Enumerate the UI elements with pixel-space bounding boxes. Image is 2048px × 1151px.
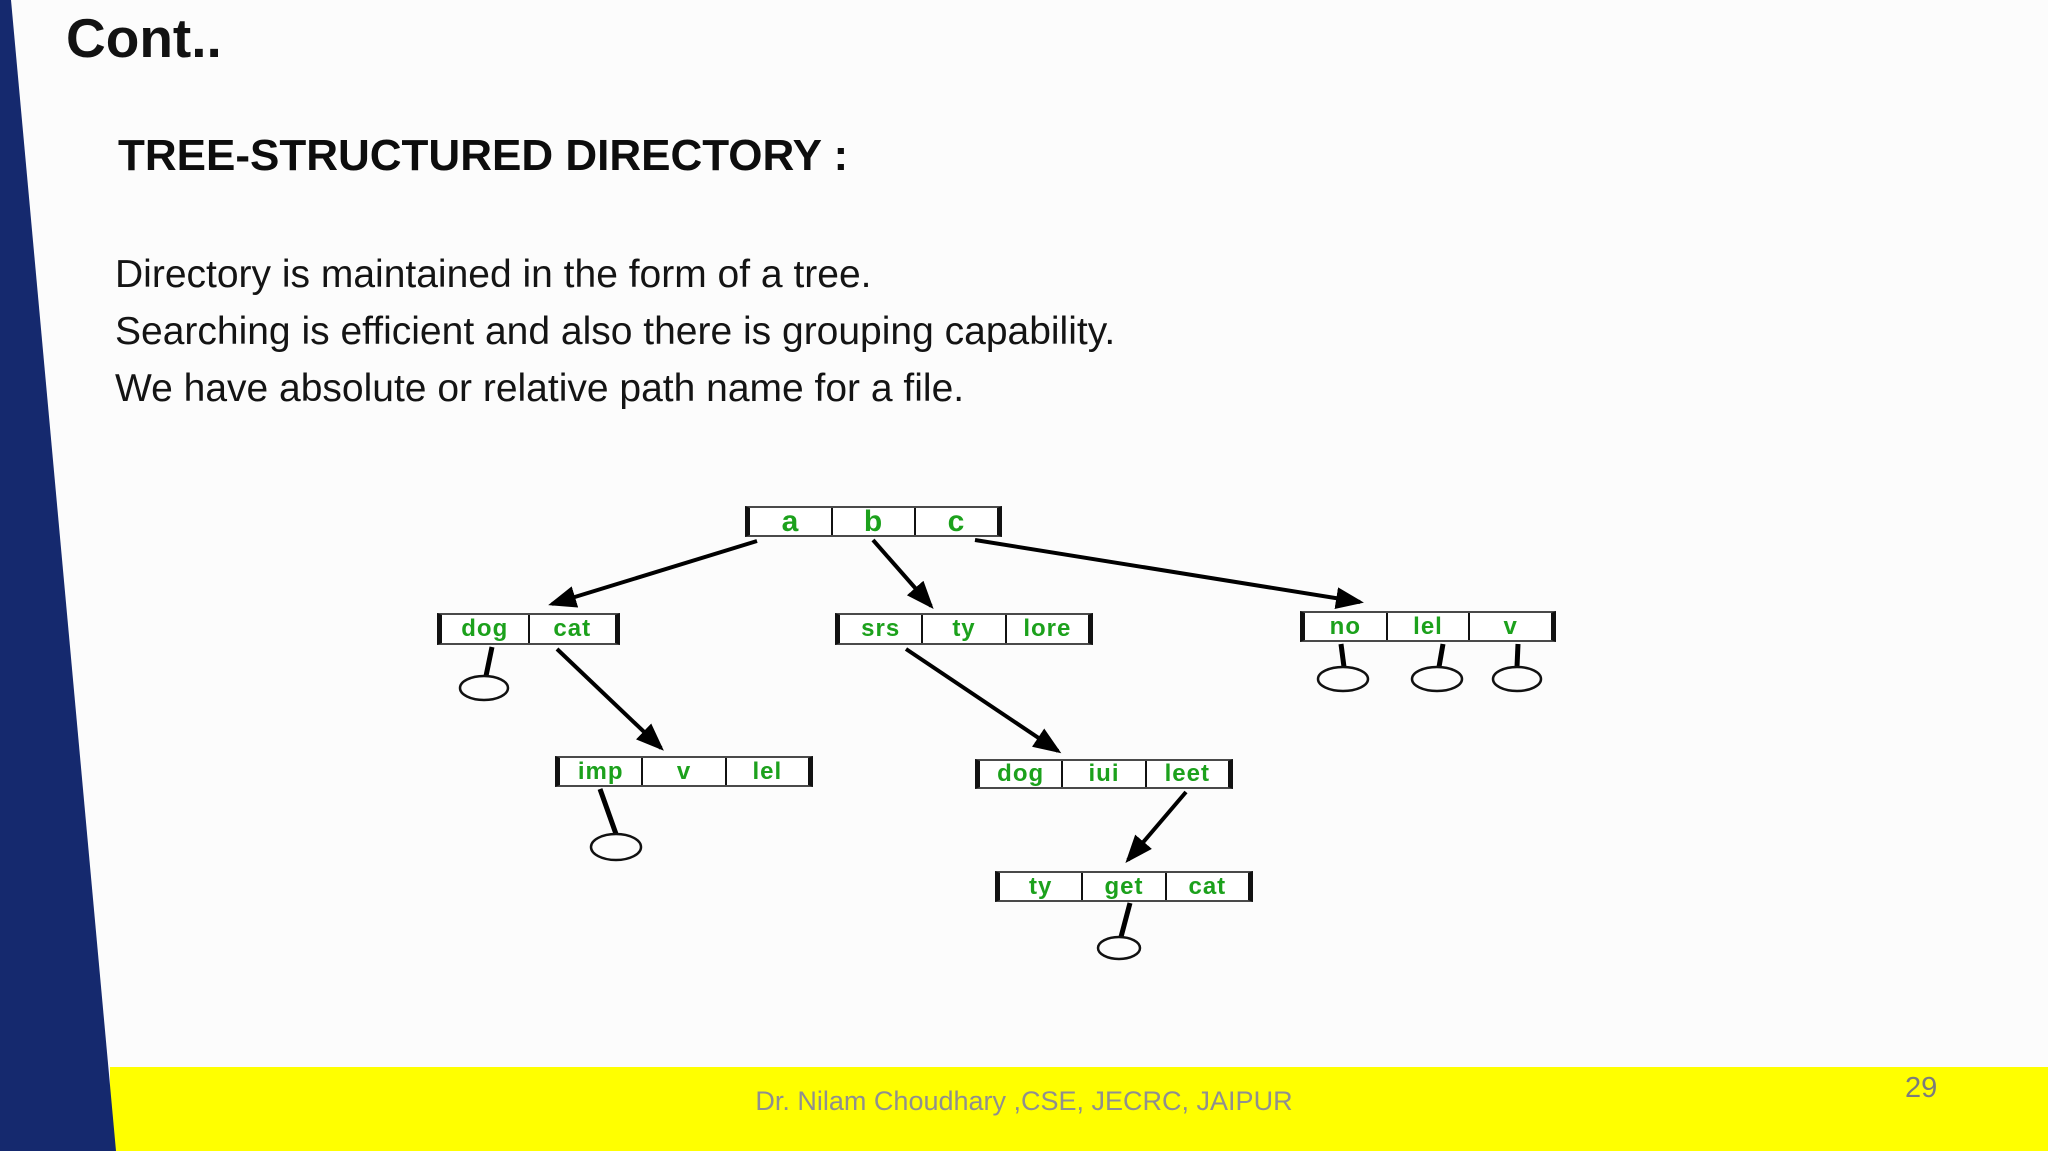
- body-line: Searching is efficient and also there is…: [115, 310, 1116, 353]
- edge-srs-to-dogiuileet: [904, 647, 1062, 754]
- dir-entry: srs: [861, 615, 901, 642]
- file-node: [1316, 665, 1370, 693]
- dir-node-a: dog cat: [437, 613, 620, 645]
- dir-entry: cat: [1164, 873, 1248, 900]
- dir-entry: ty: [1028, 872, 1053, 900]
- dir-entry: iui: [1061, 760, 1144, 787]
- dir-entry: lore: [1004, 615, 1088, 643]
- dir-entry: get: [1081, 873, 1164, 900]
- dir-entry: dog: [997, 760, 1045, 787]
- footer-attribution: Dr. Nilam Choudhary ,CSE, JECRC, JAIPUR: [755, 1086, 1293, 1116]
- edge-a-to-dogcat: [548, 539, 758, 608]
- stem-get-file: [1118, 902, 1133, 938]
- slide-title: Cont..: [66, 7, 222, 69]
- file-node: [1410, 665, 1464, 693]
- dir-entry: lel: [1385, 613, 1469, 640]
- dir-entry: lel: [724, 758, 808, 785]
- file-node: [1096, 935, 1142, 961]
- dir-node-root: a b c: [745, 504, 1002, 538]
- dir-node-b: srs ty lore: [835, 613, 1093, 645]
- dir-node-c: no lel v: [1300, 611, 1556, 642]
- dir-node-srs: dog iui leet: [975, 759, 1233, 789]
- edge-leet-to-tygetcat: [1125, 790, 1188, 864]
- dir-entry: v: [1468, 613, 1551, 640]
- file-node: [589, 832, 643, 862]
- dir-node-cat: imp v lel: [555, 756, 813, 787]
- dir-entry: imp: [577, 757, 624, 785]
- stem-lel-file: [1436, 643, 1446, 668]
- footer-bar: [110, 1067, 2048, 1151]
- edge-c-to-nolelv: [974, 538, 1364, 610]
- dir-entry: dog: [461, 615, 509, 642]
- dir-node-leet: ty get cat: [995, 871, 1253, 902]
- file-node: [458, 674, 510, 702]
- stem-imp-file: [597, 788, 619, 835]
- body-line: Directory is maintained in the form of a…: [115, 253, 872, 296]
- dir-entry: cat: [527, 615, 616, 643]
- dir-entry: v: [641, 758, 724, 785]
- dir-entry: b: [831, 505, 914, 538]
- body-line: We have absolute or relative path name f…: [115, 367, 965, 410]
- dir-entry: leet: [1144, 760, 1228, 787]
- dir-entry: no: [1329, 612, 1361, 640]
- stem-dog-file: [483, 646, 495, 677]
- page-number: 29: [1905, 1072, 1938, 1104]
- dir-entry: a: [781, 504, 800, 538]
- section-heading: TREE-STRUCTURED DIRECTORY :: [118, 131, 849, 180]
- edge-cat-to-impvlel: [555, 647, 664, 751]
- dir-entry: ty: [921, 615, 1004, 643]
- edge-b-to-srs: [871, 538, 934, 610]
- dir-entry: c: [914, 505, 997, 538]
- file-node: [1491, 665, 1543, 693]
- stem-no-file: [1338, 643, 1347, 668]
- body-paragraph: Directory is maintained in the form of a…: [115, 246, 1115, 417]
- stem-v-file: [1514, 643, 1521, 668]
